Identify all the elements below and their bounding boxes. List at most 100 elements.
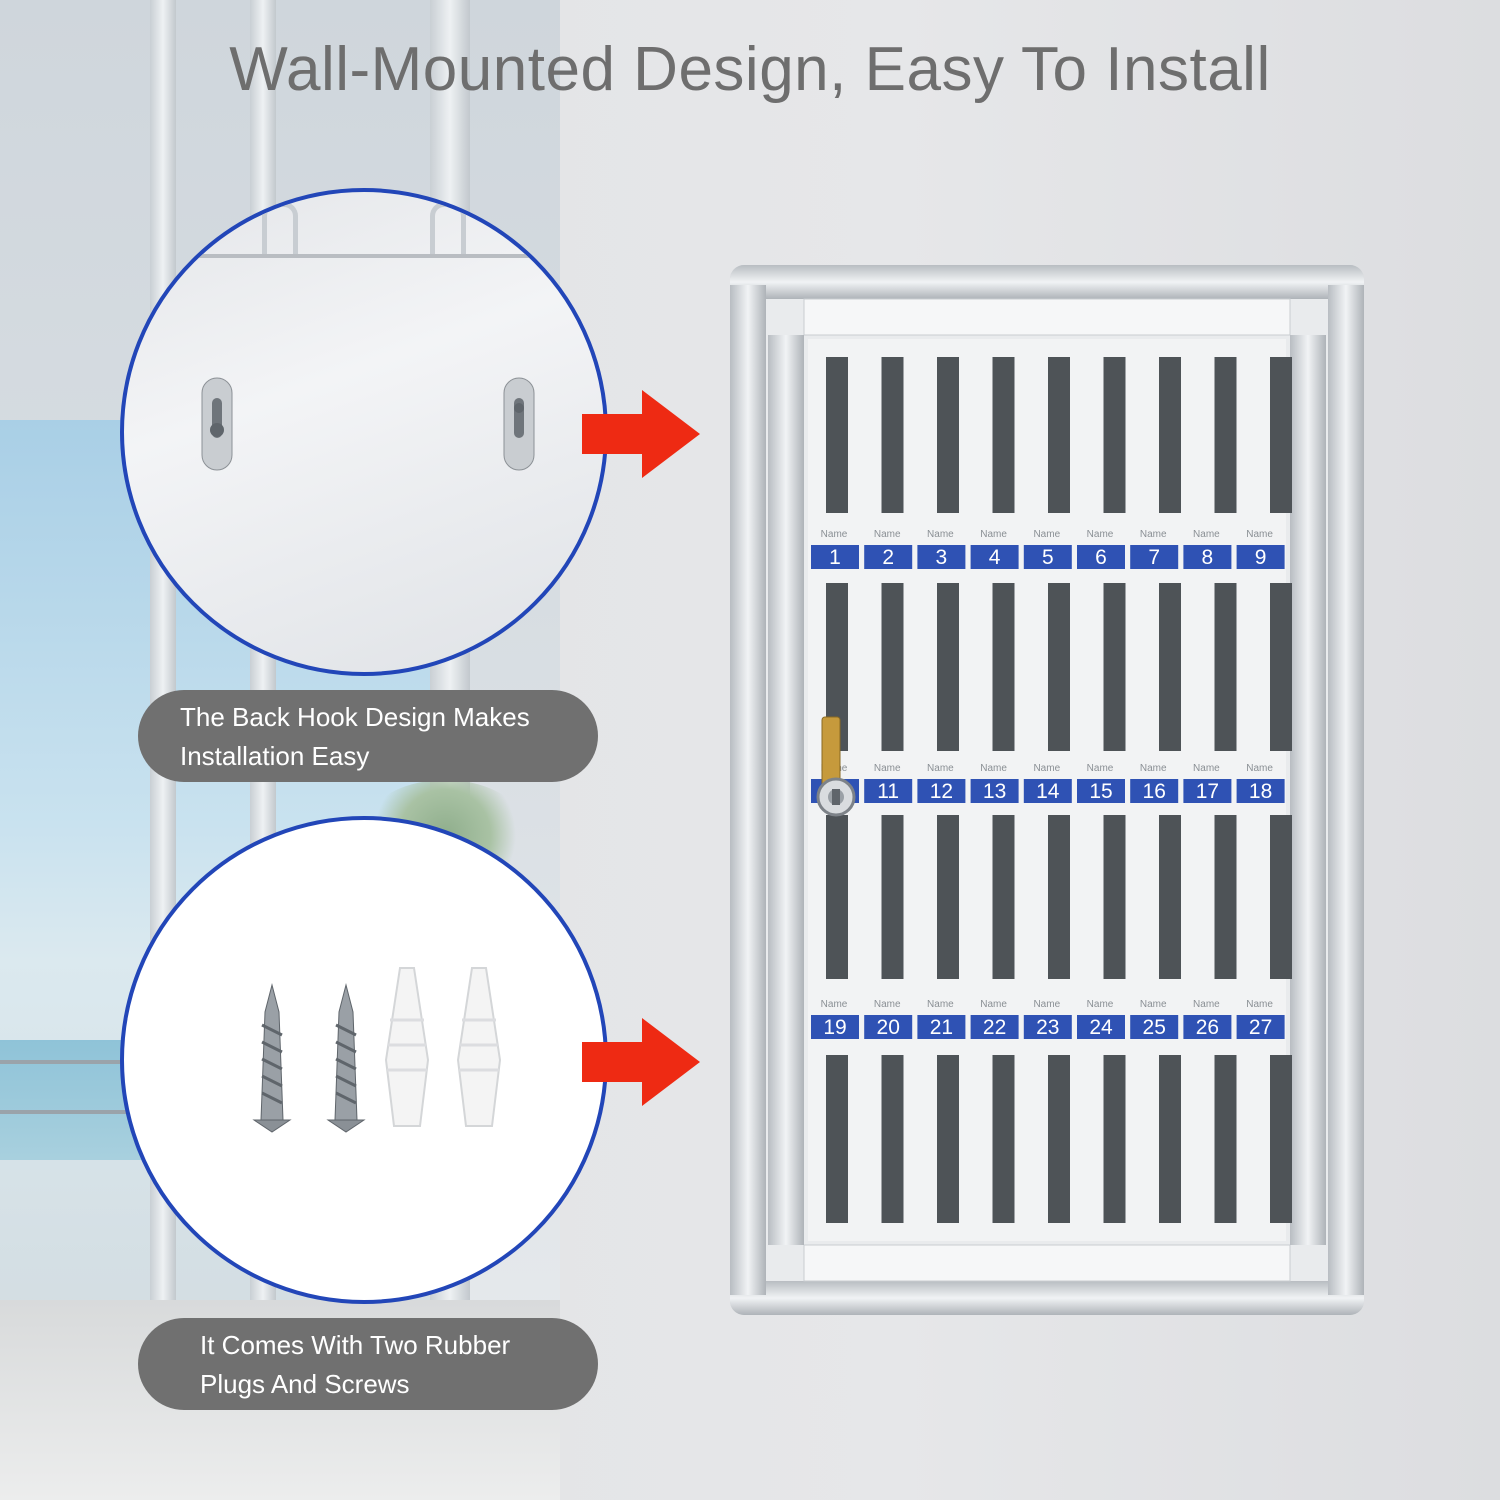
key-slot	[1103, 357, 1126, 513]
slot-number: 17	[1196, 780, 1219, 803]
number-label-box	[917, 1015, 966, 1039]
key-slot	[1214, 815, 1237, 979]
key-slot	[1214, 1055, 1237, 1223]
name-label: Name	[1087, 999, 1114, 1010]
number-label-box	[1183, 779, 1232, 803]
name-label: Name	[1140, 999, 1167, 1010]
rubber-plug-icon	[456, 967, 502, 1127]
number-label-box	[1183, 545, 1232, 569]
slot-number: 19	[823, 1016, 846, 1039]
frame-left	[730, 285, 766, 1295]
name-label: Name	[821, 529, 848, 540]
caption-line: Installation Easy	[180, 741, 370, 771]
key-slot	[1159, 357, 1181, 513]
key-slot	[937, 357, 959, 513]
key-slot	[1270, 1055, 1292, 1223]
key-slot	[826, 1055, 848, 1223]
name-label: Name	[927, 529, 954, 540]
screw-icon	[326, 983, 366, 1133]
frame-right	[1328, 285, 1364, 1295]
key-slot	[992, 583, 1015, 751]
key-cabinet: Name1Name2Name3Name4Name5Name6Name7Name8…	[730, 265, 1364, 1315]
screws-zoom	[120, 816, 608, 1304]
number-label-box	[1236, 779, 1285, 803]
caption-line: It Comes With Two Rubber	[200, 1330, 511, 1360]
key-slot	[1214, 357, 1237, 513]
key-slot	[937, 815, 959, 979]
hook-plates	[201, 377, 535, 471]
key-slot	[992, 815, 1015, 979]
slot-number: 15	[1089, 780, 1112, 803]
key-slot	[826, 583, 848, 751]
headline: Wall-Mounted Design, Easy To Install	[229, 35, 1271, 104]
screws-and-plugs	[252, 967, 502, 1133]
number-label-box	[1183, 1015, 1232, 1039]
slot-number: 25	[1143, 1016, 1166, 1039]
number-label-box	[917, 545, 966, 569]
slot-number: 20	[877, 1016, 900, 1039]
door-stile-left	[768, 335, 804, 1245]
name-label: Name	[1087, 529, 1114, 540]
name-label: Name	[1140, 529, 1167, 540]
slot-number: 2	[882, 546, 894, 569]
key-slot	[1103, 1055, 1126, 1223]
key-slot	[881, 583, 904, 751]
key-slot	[937, 1055, 959, 1223]
red-arrow-icon	[582, 1018, 700, 1106]
name-label: Name	[874, 999, 901, 1010]
number-label-box	[1023, 779, 1072, 803]
frame-bottom	[730, 1281, 1364, 1315]
hook-plate-icon	[201, 377, 233, 471]
name-label: Name	[980, 999, 1007, 1010]
key-slot	[826, 815, 848, 979]
name-label: Name	[1033, 999, 1060, 1010]
number-label-box	[1023, 1015, 1072, 1039]
name-label: Name	[980, 529, 1007, 540]
number-label-box	[864, 779, 913, 803]
number-label-box	[811, 1015, 859, 1039]
slot-number: 9	[1255, 546, 1267, 569]
red-arrow-icon	[582, 390, 700, 478]
slot-number: 16	[1143, 780, 1166, 803]
slot-number: 27	[1249, 1016, 1272, 1039]
number-label-box	[1077, 1015, 1125, 1039]
key-slot	[1048, 583, 1070, 751]
key-slot	[1159, 815, 1181, 979]
name-label: Name	[1033, 529, 1060, 540]
door-stile-right	[1290, 335, 1326, 1245]
key-slot	[1048, 815, 1070, 979]
key-slot	[1270, 815, 1292, 979]
key-slot	[992, 1055, 1015, 1223]
name-label: Name	[927, 999, 954, 1010]
key-slot	[881, 357, 904, 513]
slot-number: 12	[930, 780, 953, 803]
handle-loop	[430, 202, 466, 257]
number-label-box	[917, 779, 966, 803]
slot-number: 11	[877, 780, 899, 803]
name-label: Name	[1140, 763, 1167, 774]
number-label-box	[864, 545, 913, 569]
back-hook-zoom	[120, 188, 608, 676]
number-label-box	[1130, 545, 1179, 569]
name-label: Name	[980, 763, 1007, 774]
slot-number: 1	[829, 546, 841, 569]
number-label-box	[1236, 1015, 1285, 1039]
name-label: Name	[1193, 999, 1220, 1010]
panel-edge	[124, 254, 604, 258]
hook-plate-icon	[503, 377, 535, 471]
key-slot	[881, 815, 904, 979]
name-label: Name	[1087, 763, 1114, 774]
number-label-box	[970, 545, 1019, 569]
slot-number: 7	[1148, 546, 1160, 569]
screw-icon	[252, 983, 292, 1133]
name-label: Name	[927, 763, 954, 774]
key-slot	[1214, 583, 1237, 751]
name-label: Name	[821, 999, 848, 1010]
caption-line: The Back Hook Design Makes	[180, 702, 530, 732]
handle-loop	[262, 202, 298, 257]
number-label-box	[864, 1015, 913, 1039]
key-slot	[937, 583, 959, 751]
slot-number: 8	[1202, 546, 1214, 569]
lock-icon	[816, 716, 856, 817]
